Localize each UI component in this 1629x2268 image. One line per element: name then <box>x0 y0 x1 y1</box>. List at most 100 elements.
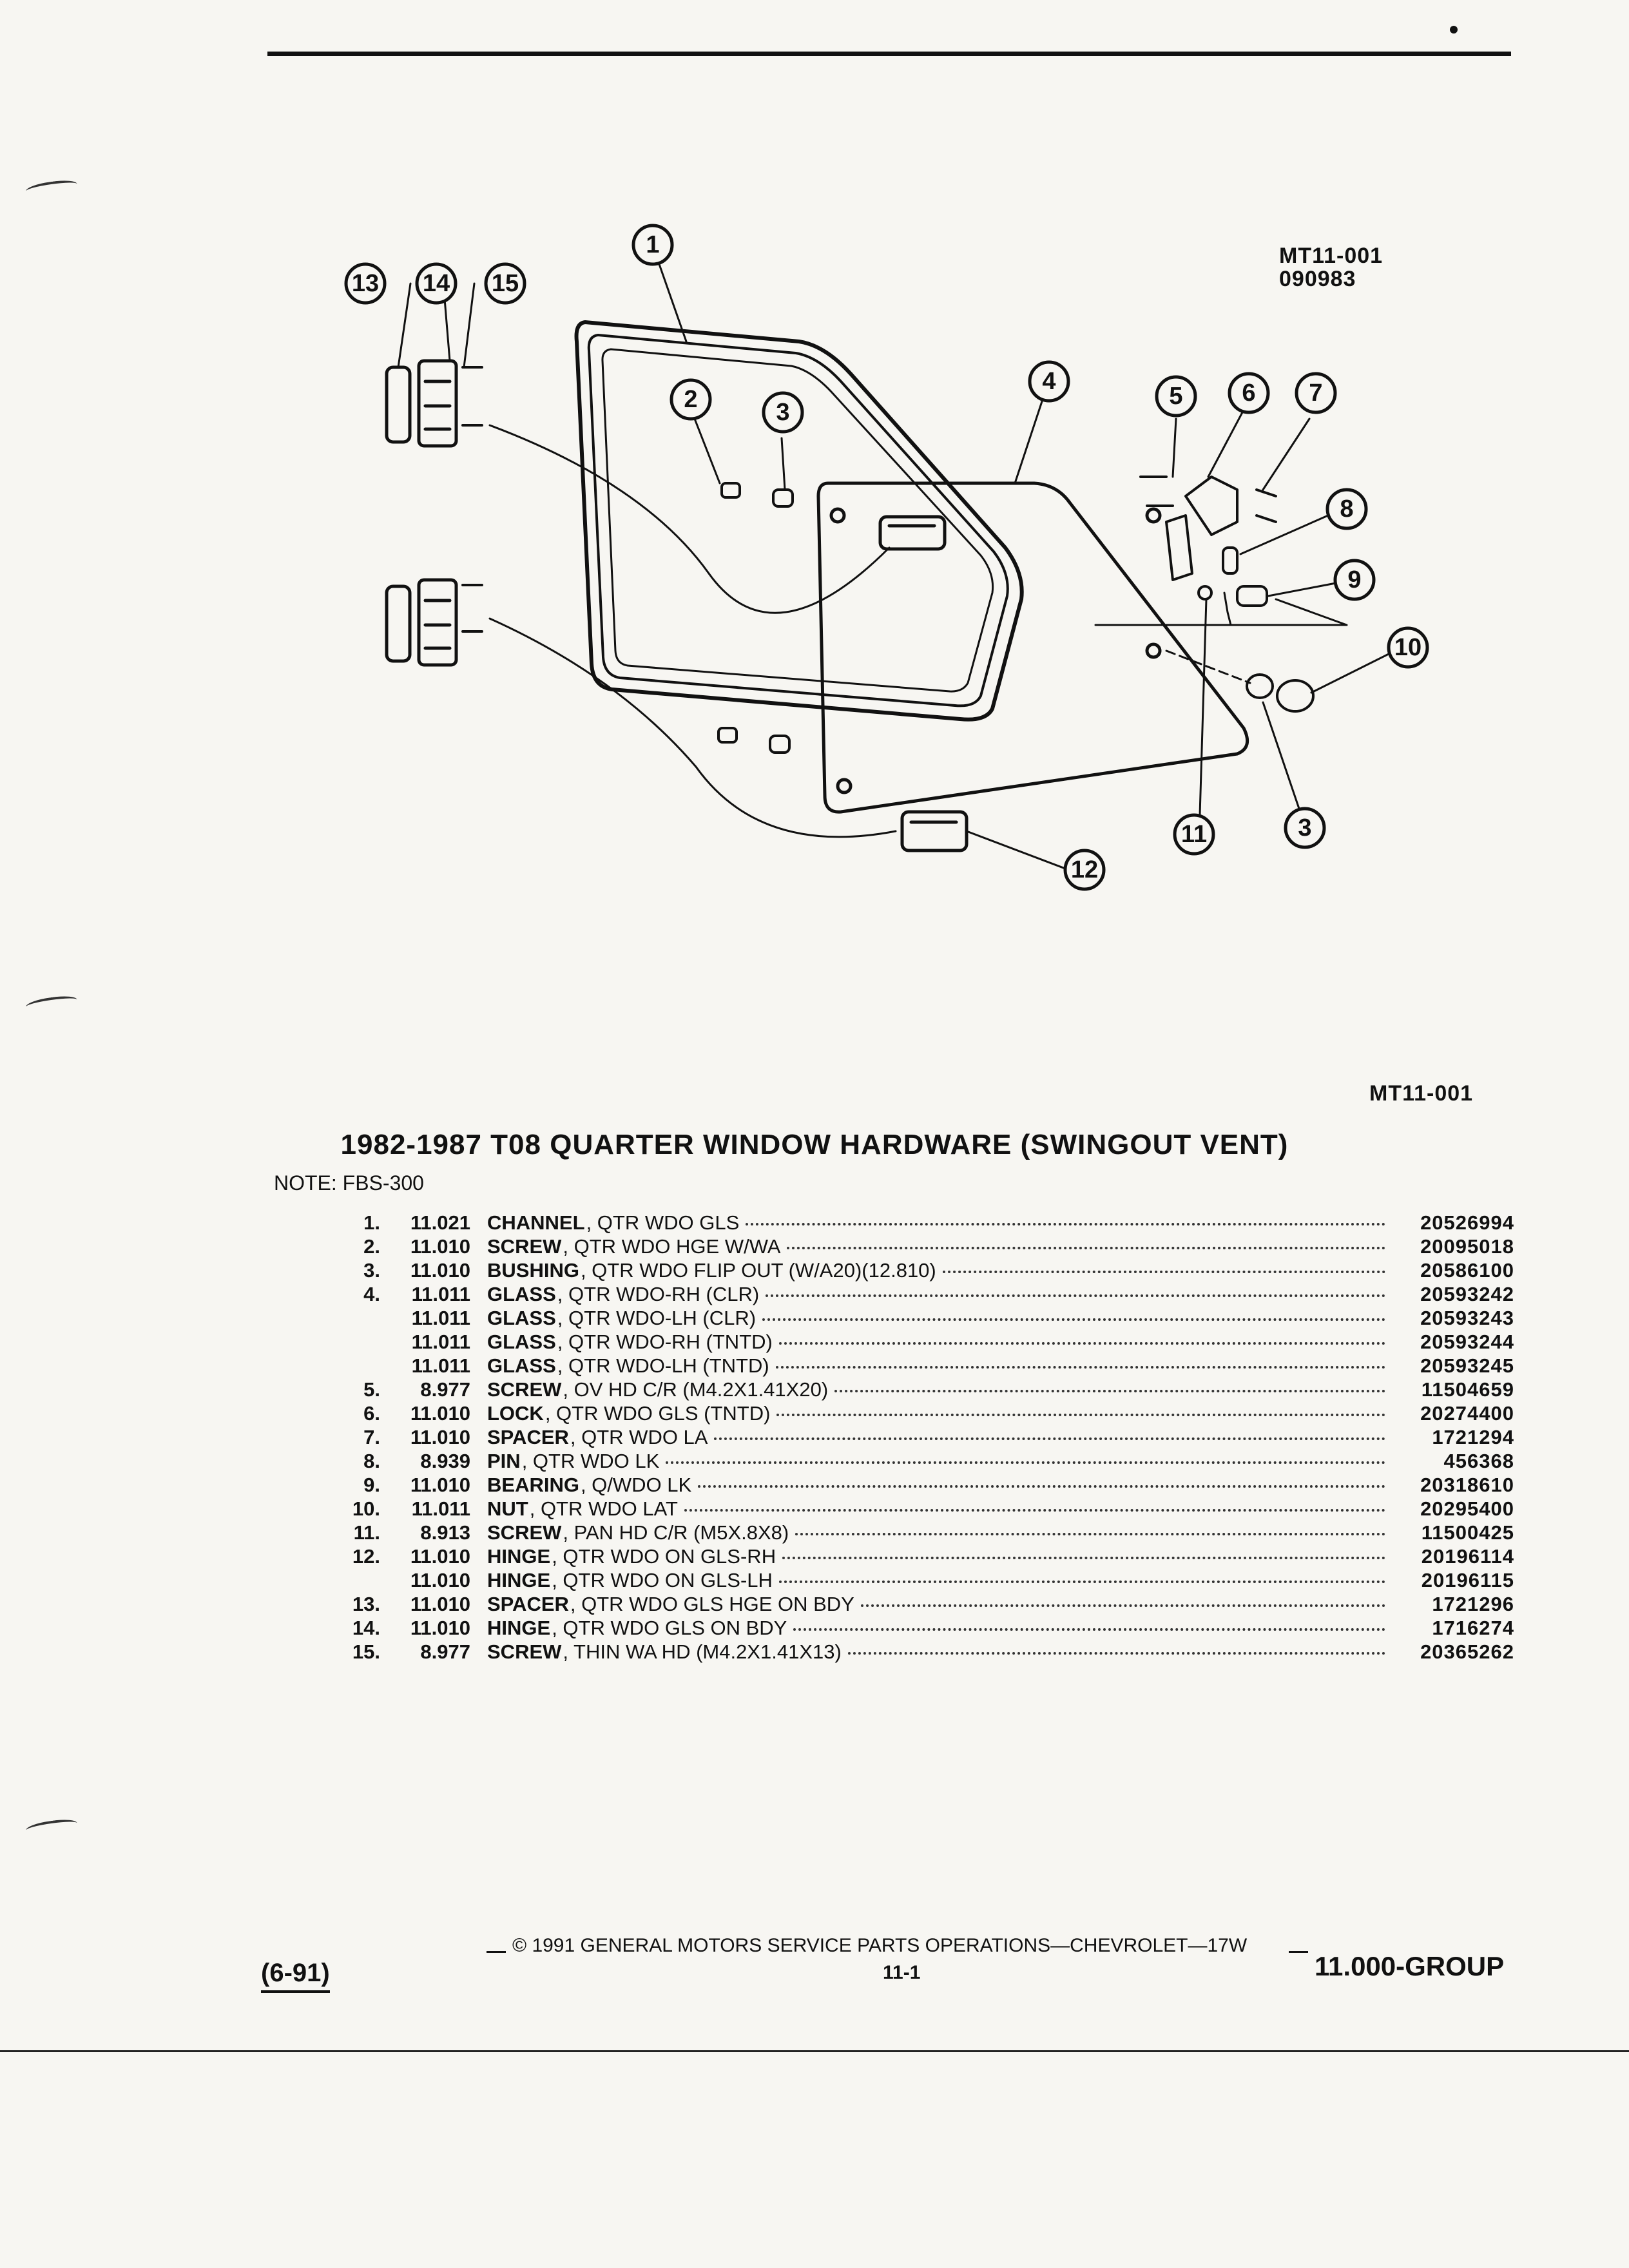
dot-leader <box>787 1247 1385 1249</box>
leader-lines <box>488 424 1348 838</box>
callout-marker: 12 <box>1063 849 1106 891</box>
callout-group: 1 2 3 3 4 5 6 7 8 9 10 11 12 13 14 15 <box>344 224 1429 891</box>
parts-row: 13. 11.010 SPACER , QTR WDO GLS HGE ON B… <box>348 1593 1514 1617</box>
callout-label: 2 <box>684 386 697 413</box>
part-description: , OV HD C/R (M4.2X1.41X20) <box>563 1378 829 1401</box>
part-number: 20196115 <box>1421 1569 1514 1591</box>
part-name: BEARING <box>487 1474 579 1496</box>
parts-row: 11. 8.913 SCREW , PAN HD C/R (M5X.8X8) 1… <box>348 1521 1514 1545</box>
parts-row: 5. 8.977 SCREW , OV HD C/R (M4.2X1.41X20… <box>348 1378 1514 1402</box>
part-number: 20318610 <box>1420 1474 1514 1496</box>
exploded-parts-diagram: 1 2 3 3 4 5 6 7 8 9 10 11 12 13 14 15 <box>309 213 1443 941</box>
part-description: , QTR WDO LK <box>521 1450 660 1472</box>
callout-marker: 3 <box>1284 807 1326 849</box>
group-number: 11.011 <box>411 1307 470 1329</box>
group-number: 11.011 <box>411 1283 470 1305</box>
part-number: 20526994 <box>1420 1211 1514 1234</box>
parts-row: 15. 8.977 SCREW , THIN WA HD (M4.2X1.41X… <box>348 1640 1514 1664</box>
part-number: 20095018 <box>1420 1235 1514 1258</box>
item-number: 12. <box>352 1545 380 1568</box>
part-number: 1721296 <box>1432 1593 1514 1615</box>
group-number: 11.010 <box>410 1593 470 1615</box>
part-description: , Q/WDO LK <box>580 1474 692 1496</box>
item-number: 11. <box>353 1521 380 1544</box>
part-description: , QTR WDO ON GLS-RH <box>552 1545 776 1568</box>
callout-label: 7 <box>1309 380 1322 407</box>
part-name: SCREW <box>487 1378 562 1401</box>
margin-scan-mark <box>25 994 78 1013</box>
parts-row: 10. 11.011 NUT , QTR WDO LAT 20295400 <box>348 1497 1514 1521</box>
dot-leader <box>778 1581 1385 1583</box>
parts-row: 8. 8.939 PIN , QTR WDO LK 456368 <box>348 1450 1514 1474</box>
part-description: , QTR WDO-RH (TNTD) <box>557 1331 773 1353</box>
part-description: , QTR WDO-LH (CLR) <box>557 1307 757 1329</box>
dot-leader <box>795 1533 1385 1535</box>
parts-row: 11.011 GLASS , QTR WDO-LH (TNTD) 2059324… <box>348 1354 1514 1378</box>
callout-label: 3 <box>1298 814 1311 841</box>
callout-label: 3 <box>776 399 789 426</box>
dot-leader <box>684 1509 1385 1512</box>
item-number: 13. <box>352 1593 380 1615</box>
part-number: 11500425 <box>1421 1521 1514 1544</box>
part-name: PIN <box>487 1450 521 1472</box>
copyright-line: © 1991 GENERAL MOTORS SERVICE PARTS OPER… <box>512 1935 1248 1956</box>
part-name: GLASS <box>487 1331 556 1353</box>
part-description: , QTR WDO FLIP OUT (W/A20)(12.810) <box>580 1259 936 1282</box>
group-number: 11.010 <box>410 1402 470 1425</box>
revision-date: (6-91) <box>261 1959 330 1993</box>
callout-label: 1 <box>646 231 659 258</box>
callout-marker: 4 <box>1028 360 1070 403</box>
callout-label: 5 <box>1169 383 1182 410</box>
part-name: GLASS <box>487 1354 556 1377</box>
part-name: SPACER <box>487 1593 569 1615</box>
page-dot-mark <box>1450 26 1458 34</box>
section-group: 11.000-GROUP <box>1315 1951 1505 1981</box>
group-number: 11.011 <box>411 1354 470 1377</box>
callout-label: 10 <box>1394 634 1422 661</box>
part-name: SCREW <box>487 1521 562 1544</box>
callout-label: 15 <box>492 270 519 297</box>
callout-marker: 11 <box>1173 813 1215 856</box>
item-number: 1. <box>363 1211 380 1234</box>
dot-leader <box>834 1390 1385 1392</box>
parts-row: 11.010 HINGE , QTR WDO ON GLS-LH 2019611… <box>348 1569 1514 1593</box>
fbs-note: NOTE: FBS-300 <box>274 1171 424 1195</box>
part-number: 20593243 <box>1420 1307 1514 1329</box>
group-number: 11.011 <box>411 1497 470 1520</box>
callout-label: 12 <box>1071 856 1098 883</box>
parts-row: 7. 11.010 SPACER , QTR WDO LA 1721294 <box>348 1426 1514 1450</box>
part-number: 11504659 <box>1421 1378 1514 1401</box>
parts-row: 6. 11.010 LOCK , QTR WDO GLS (TNTD) 2027… <box>348 1402 1514 1426</box>
part-description: , PAN HD C/R (M5X.8X8) <box>563 1521 789 1544</box>
dot-leader <box>778 1342 1385 1345</box>
dot-leader <box>942 1271 1385 1273</box>
part-description: , QTR WDO GLS HGE ON BDY <box>570 1593 854 1615</box>
part-number: 20593242 <box>1420 1283 1514 1305</box>
parts-row: 4. 11.011 GLASS , QTR WDO-RH (CLR) 20593… <box>348 1283 1514 1307</box>
callout-marker: 6 <box>1228 372 1270 414</box>
part-name: LOCK <box>487 1402 544 1425</box>
callout-marker: 7 <box>1295 372 1337 414</box>
item-number: 7. <box>363 1426 380 1448</box>
callout-label: 4 <box>1042 368 1055 395</box>
group-number: 8.913 <box>420 1521 470 1544</box>
callout-marker: 15 <box>484 262 526 305</box>
exploded-parts-diagram-svg: 1 2 3 3 4 5 6 7 8 9 10 11 12 13 14 15 <box>344 224 1429 891</box>
part-name: HINGE <box>487 1545 551 1568</box>
part-number: 20586100 <box>1420 1259 1514 1282</box>
group-number: 11.010 <box>410 1474 470 1496</box>
callout-label: 8 <box>1340 495 1353 523</box>
swingout-lock-assembly <box>1139 476 1277 607</box>
parts-row: 9. 11.010 BEARING , Q/WDO LK 20318610 <box>348 1474 1514 1497</box>
callout-marker: 5 <box>1155 375 1197 418</box>
part-description: , THIN WA HD (M4.2X1.41X13) <box>563 1640 842 1663</box>
part-name: BUSHING <box>487 1259 579 1282</box>
figure-reference: MT11-001 <box>1369 1081 1474 1106</box>
parts-row: 2. 11.010 SCREW , QTR WDO HGE W/WA 20095… <box>348 1235 1514 1259</box>
quarter-window-glass <box>816 481 1249 814</box>
part-description: , QTR WDO-LH (TNTD) <box>557 1354 769 1377</box>
parts-row: 11.011 GLASS , QTR WDO-LH (CLR) 20593243 <box>348 1307 1514 1331</box>
diagram-ref-date: 090983 <box>1279 266 1356 291</box>
glass-hinge-upper <box>878 515 947 551</box>
part-name: HINGE <box>487 1617 551 1639</box>
